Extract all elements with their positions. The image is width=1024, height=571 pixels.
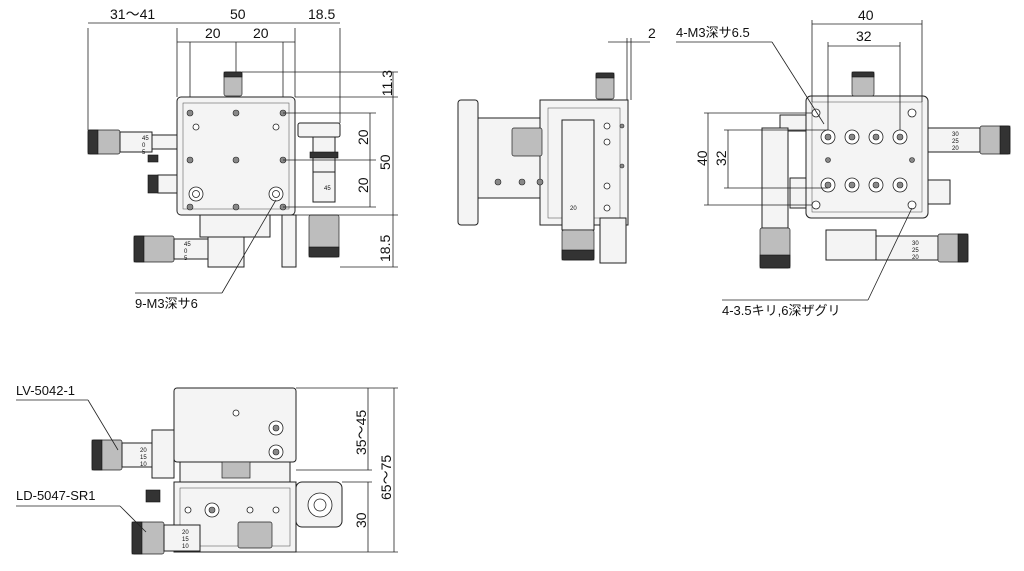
- scale-label: 20: [182, 530, 189, 536]
- top-view: 30 25 20 30 25 20 40 32 40 32 4-M3深サ6.5: [676, 7, 1011, 318]
- callout-front-holes: 9-M3深サ6: [135, 296, 198, 311]
- dim-front-height: 50: [377, 154, 393, 170]
- scale-label: 5: [184, 256, 188, 262]
- dim-front-pitch-b: 20: [253, 25, 269, 41]
- scale-label: 45: [142, 136, 149, 142]
- dim-front-left-offset: 31～41: [110, 6, 155, 22]
- dim-bottom-stage-height: 35～45: [353, 410, 369, 455]
- scale-label: 20: [570, 206, 577, 212]
- side-view: 20 2: [457, 25, 656, 264]
- front-holes: [186, 109, 287, 211]
- dim-front-pitch-a: 20: [205, 25, 221, 41]
- dim-bottom-base-height: 30: [353, 512, 369, 528]
- dim-front-v-pitch-a: 20: [355, 129, 371, 145]
- dim-bottom-total-height: 65～75: [378, 455, 394, 500]
- scale-label: 10: [182, 544, 189, 550]
- front-micrometer-bottom: 45 0 5: [133, 214, 297, 268]
- scale-label: 45: [324, 186, 331, 192]
- scale-label: 15: [182, 537, 189, 543]
- scale-label: 15: [140, 455, 147, 461]
- scale-label: 45: [184, 242, 191, 248]
- callout-part-upper: LV-5042-1: [16, 383, 75, 398]
- front-dimensions: 31～41 50 18.5 20 20 11.3 20 20 50 18.5: [87, 6, 398, 268]
- dim-front-width: 50: [230, 6, 246, 22]
- front-view: 45 0 5 45 45 0 5: [87, 6, 398, 311]
- elevation-view: 20 15 10 20 15 10 35～45 65～75 30 LV-5042…: [16, 383, 398, 555]
- scale-label: 10: [140, 462, 147, 468]
- dim-right-height: 40: [694, 150, 710, 166]
- dim-front-side-offset: 18.5: [308, 6, 335, 22]
- scale-label: 30: [912, 241, 919, 247]
- scale-label: 20: [952, 146, 959, 152]
- callout-right-top-holes: 4-M3深サ6.5: [676, 25, 750, 40]
- dim-right-hole-pitch: 32: [856, 28, 872, 44]
- dim-side-gap: 2: [648, 25, 656, 41]
- front-micrometer-right: 45: [297, 122, 341, 258]
- scale-label: 0: [142, 143, 146, 149]
- dim-front-bottom-offset: 18.5: [377, 235, 393, 262]
- callout-right-counterbore: 4-3.5キリ,6深ザグリ: [722, 303, 840, 318]
- scale-label: 20: [912, 255, 919, 261]
- top-holes: [811, 108, 917, 210]
- callout-part-lower: LD-5047-SR1: [16, 488, 96, 503]
- dim-front-top-offset: 11.3: [379, 70, 395, 96]
- scale-label: 25: [952, 139, 959, 145]
- scale-label: 20: [140, 448, 147, 454]
- dim-right-width: 40: [858, 7, 874, 23]
- front-micrometer-left: 45 0 5: [87, 129, 178, 194]
- dim-right-v-pitch: 32: [713, 150, 729, 166]
- scale-label: 25: [912, 248, 919, 254]
- scale-label: 5: [142, 150, 146, 156]
- scale-label: 0: [184, 249, 188, 255]
- scale-label: 30: [952, 132, 959, 138]
- dim-front-v-pitch-b: 20: [355, 177, 371, 193]
